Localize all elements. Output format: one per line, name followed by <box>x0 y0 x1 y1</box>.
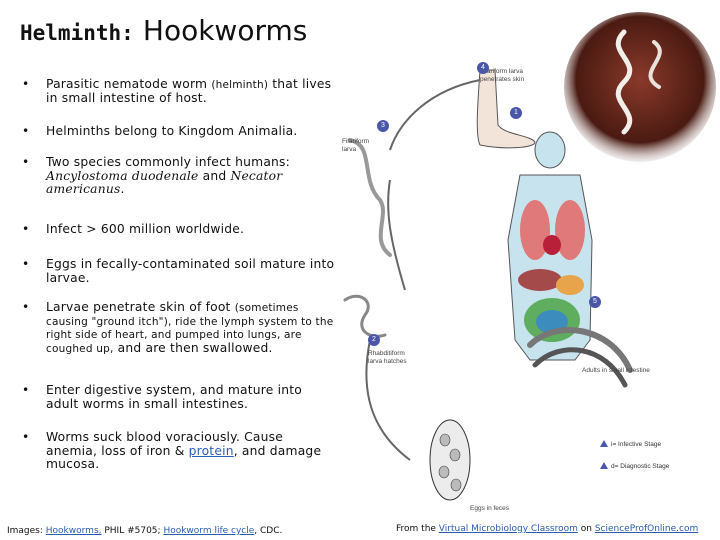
legend-diagnostic: d= Diagnostic Stage <box>600 462 669 470</box>
label-filariform-skin: Filariform larva penetrates skin <box>480 68 525 83</box>
stomach <box>556 275 584 295</box>
title-part-1: Helminth: <box>20 21 134 45</box>
life-cycle-image-link[interactable]: Hookworm life cycle <box>163 526 255 536</box>
egg-cluster <box>429 419 471 501</box>
title-part-2: Hookworms <box>142 14 308 47</box>
cycle-arrow <box>387 179 406 291</box>
heart <box>543 235 561 255</box>
egg <box>450 478 462 492</box>
label-adults: Adults in small intestine <box>582 367 650 374</box>
legend-infective: i= Infective Stage <box>600 440 669 448</box>
bullet-symbol: • <box>22 77 30 91</box>
adult-worm <box>527 327 633 373</box>
hookworms-image-link[interactable]: Hookworms, <box>45 526 102 536</box>
cycle-arrow <box>389 79 481 151</box>
stage-number-4: 4 <box>477 62 489 74</box>
protein-link[interactable]: protein <box>188 443 234 458</box>
foot-shape <box>476 69 536 149</box>
filariform-larva <box>348 138 392 257</box>
liver <box>518 269 562 291</box>
egg <box>449 448 461 462</box>
cycle-arrow <box>365 339 411 461</box>
egg <box>438 465 450 479</box>
triangle-icon <box>600 462 608 469</box>
hookworm-photo <box>564 12 716 162</box>
bullet-symbol: • <box>22 155 30 169</box>
body-head <box>534 131 566 169</box>
bullet-symbol: • <box>22 257 30 271</box>
rhabditiform-larva <box>343 294 387 338</box>
label-eggs: Eggs in feces <box>470 505 510 512</box>
bullet-symbol: • <box>22 430 30 444</box>
life-cycle-diagram <box>343 69 633 501</box>
egg <box>439 433 451 447</box>
page-title: Helminth: Hookworms <box>20 14 307 47</box>
bullet-symbol: • <box>22 222 30 236</box>
adult-worm <box>532 347 628 388</box>
footer-source: From the Virtual Microbiology Classroom … <box>396 524 699 534</box>
label-filariform: Filariform larva <box>342 138 370 153</box>
stage-number-5: 5 <box>589 296 601 308</box>
stage-number-1: 1 <box>510 107 522 119</box>
footer-credits: Images: Hookworms, PHIL #5705; Hookworm … <box>7 526 283 536</box>
bullet-symbol: • <box>22 383 30 397</box>
site-link[interactable]: ScienceProfOnline.com <box>594 524 699 534</box>
bullet-symbol: • <box>22 124 30 138</box>
lung-right <box>555 200 585 260</box>
lung-left <box>520 200 550 260</box>
classroom-link[interactable]: Virtual Microbiology Classroom <box>438 524 578 534</box>
diagram-legend: i= Infective Stage d= Diagnostic Stage <box>600 440 669 484</box>
label-rhabditiform: Rhabditiform larva hatches <box>368 350 407 365</box>
stage-number-3: 3 <box>377 120 389 132</box>
bullet-symbol: • <box>22 300 30 314</box>
triangle-icon <box>600 440 608 447</box>
stage-number-2: 2 <box>368 334 380 346</box>
